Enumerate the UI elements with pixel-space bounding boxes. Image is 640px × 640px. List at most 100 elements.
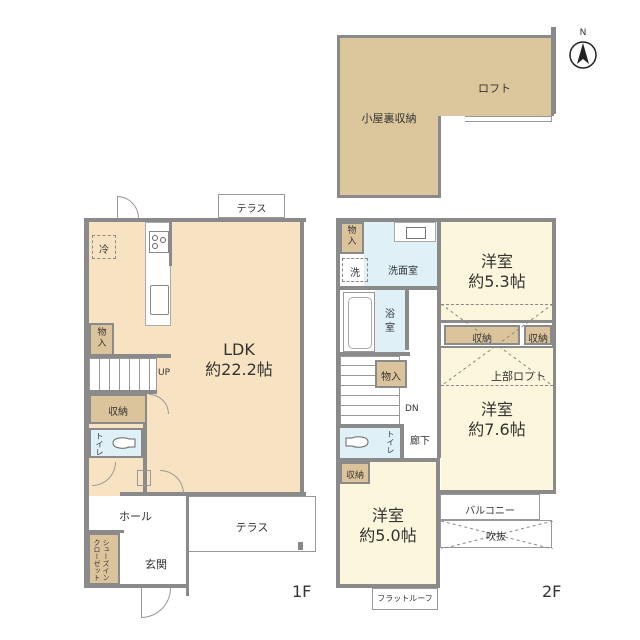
stove-icon [149, 231, 169, 253]
toilet-2f-label: トイレ [386, 430, 395, 454]
sink-bowl-icon [406, 227, 426, 239]
storage-2f-b: 収納 [524, 325, 552, 345]
washroom-label: 洗面室 [388, 266, 418, 277]
stairs-1f [89, 358, 157, 392]
western-room-1-name: 洋室 [480, 252, 513, 271]
kitchen-wall [169, 222, 172, 266]
flat-roof-label: フラットルーフ [377, 594, 433, 603]
attic-storage-label: 小屋裏収納 [361, 112, 417, 125]
wall-1f-top [84, 218, 306, 222]
pantry-1f: 物入 [89, 323, 114, 357]
wall-2f-left [336, 218, 340, 586]
terrace-bottom: テラス [188, 496, 316, 552]
bathroom-right-wall [405, 288, 409, 350]
terrace-post [298, 542, 303, 550]
hall-top-wall [120, 492, 306, 496]
pantry-wall [89, 354, 171, 358]
pantry-1f-label: 物入 [97, 328, 107, 349]
toilet-2f-top-wall [340, 424, 404, 428]
western-room-2-size: 約7.6帖 [468, 420, 526, 439]
void: 吹抜 [440, 520, 553, 549]
toilet-2f: トイレ [340, 428, 400, 458]
loft-wall-right [551, 27, 556, 114]
upper-loft-label: 上部ロフト [491, 370, 546, 383]
bathtub-basin [348, 297, 372, 349]
entrance-label: 玄関 [145, 558, 167, 571]
wall-2f-right [552, 218, 556, 494]
western-room-3-name: 洋室 [371, 506, 404, 525]
toilet-2f-right-wall [400, 426, 404, 460]
toilet-icon [112, 437, 136, 449]
north-arrow-icon [569, 41, 597, 69]
balcony-label: バルコニー [465, 506, 515, 517]
bathtub [343, 292, 375, 352]
storage-row-top-wall [441, 320, 553, 323]
hand-basin [137, 470, 151, 486]
storage-2f-small-label: 収納 [345, 471, 364, 481]
storage-2f-a-label: 収納 [472, 334, 492, 345]
balcony: バルコニー [440, 494, 540, 520]
vanity [394, 222, 436, 242]
washroom: 洗面室 [364, 222, 438, 286]
bathroom-label: 浴室 [385, 309, 395, 334]
flat-roof: フラットルーフ [372, 588, 438, 610]
upper-loft-outline [441, 304, 553, 386]
toilet-2f-icon [345, 436, 369, 448]
floor-1f-label: 1F [292, 582, 312, 601]
stairs-down-label: DN [405, 404, 419, 414]
bathroom: 浴室 [375, 290, 405, 352]
wall-1f-bottom [84, 584, 189, 588]
wall-2f-top [336, 218, 556, 222]
storage-2f-small: 収納 [340, 462, 370, 484]
sink-icon [150, 285, 169, 315]
shoe-in-closet: シューズインクローゼット [88, 533, 120, 585]
ldk-size: 約22.2帖 [205, 360, 273, 379]
terrace-bottom-label: テラス [235, 521, 269, 534]
washer-label: 洗 [350, 268, 360, 279]
western-room-1: 洋室 約5.3帖 [441, 222, 553, 322]
hall: ホール [89, 496, 189, 538]
kitchen-counter [145, 222, 171, 326]
back-door[interactable] [117, 196, 139, 218]
washer-space: 洗 [342, 258, 368, 282]
western-room-2-name: 洋室 [480, 400, 513, 419]
wall-1f-left [84, 218, 89, 588]
loft-rail [465, 116, 552, 122]
western-room-2: 上部ロフト 洋室 約7.6帖 [441, 348, 553, 490]
loft-room: ロフト [438, 35, 554, 116]
toilet-2f-bottom-wall [340, 458, 436, 462]
loft-label: ロフト [478, 82, 511, 95]
closet-2f-mid: 物入 [375, 360, 407, 388]
storage-2f-a: 収納 [444, 325, 520, 345]
floor-2f-label: 2F [542, 582, 562, 601]
toilet-wall-right [143, 424, 147, 492]
shoe-closet-wall [84, 530, 124, 533]
hall-label: ホール [119, 510, 152, 523]
western-room-3-size: 約5.0帖 [359, 526, 417, 545]
stairs-bottom-wall [89, 390, 157, 394]
terrace-top: テラス [218, 194, 285, 218]
wall-2f-bottom [336, 584, 440, 588]
storage-2f-b-label: 収納 [528, 334, 548, 345]
attic-storage-room: 小屋裏収納 [337, 35, 441, 198]
storage-row-bottom-wall [441, 346, 553, 348]
western-room-2-bottom-wall [440, 490, 556, 494]
void-diagonals [441, 521, 553, 549]
western-room-1-size: 約5.3帖 [468, 272, 526, 291]
closet-2f-top-label: 物入 [347, 226, 357, 247]
north-compass: N [568, 28, 598, 72]
wall-1f-right [300, 218, 304, 498]
terrace-top-label: テラス [236, 204, 267, 215]
fridge-space: 冷 [92, 235, 116, 259]
storage-1f-label: 収納 [108, 407, 128, 418]
bathroom-bottom-wall [340, 352, 410, 356]
storage-1f: 収納 [89, 394, 147, 424]
shoe-in-closet-label: シューズインクローゼット [93, 539, 110, 581]
closet-2f-top: 物入 [340, 222, 364, 254]
corridor-label: 廊下 [410, 436, 430, 447]
front-door[interactable] [141, 588, 171, 618]
stairs-up-label: UP [158, 368, 171, 378]
fridge-label: 冷 [99, 245, 109, 256]
void-label: 吹抜 [486, 532, 506, 543]
western-room-3-right-wall [436, 458, 440, 586]
